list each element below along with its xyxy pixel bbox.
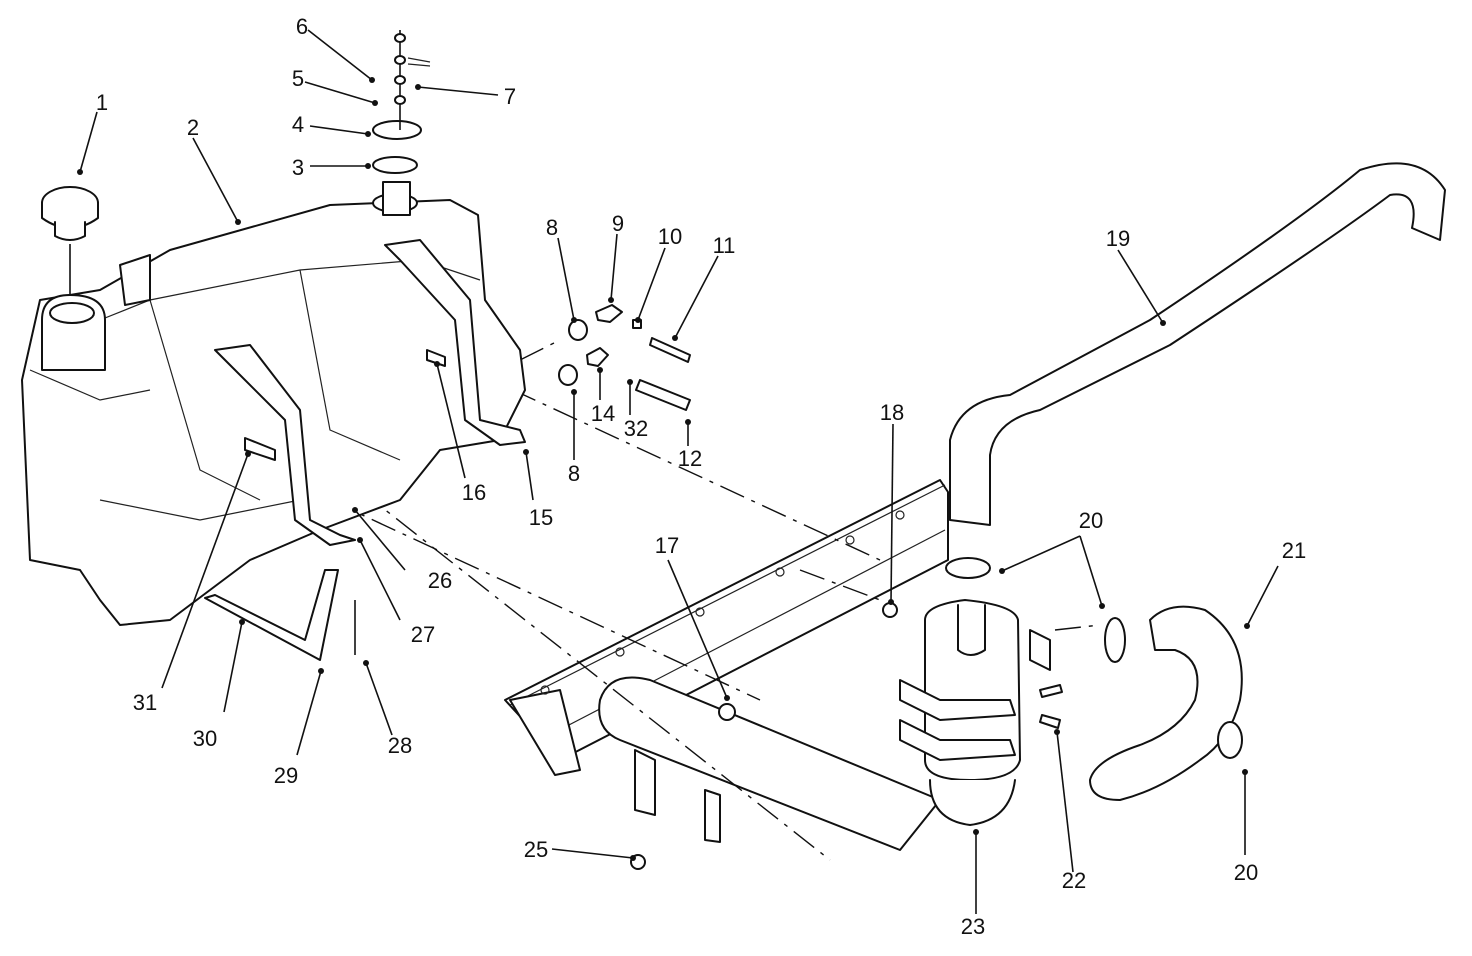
callout-1: 1 (96, 90, 108, 115)
callout-16: 16 (462, 480, 486, 505)
callout-12: 12 (678, 446, 702, 471)
callout-19: 19 (1106, 226, 1130, 251)
callout-3: 3 (292, 155, 304, 180)
callout-20a: 20 (1079, 508, 1103, 533)
leader-lines (79, 29, 1279, 914)
callout-32: 32 (624, 416, 648, 441)
callout-21: 21 (1282, 538, 1306, 563)
sender-unit (372, 30, 431, 216)
center-lines (329, 339, 1101, 861)
callout-8b: 8 (568, 461, 580, 486)
callout-11: 11 (713, 233, 736, 258)
fuel-cap (41, 186, 99, 295)
callout-17: 17 (655, 533, 679, 558)
callout-10: 10 (658, 224, 682, 249)
callout-labels: 1 2 3 4 5 6 7 8 8 9 10 11 12 14 15 16 17… (96, 14, 1306, 939)
callout-15: 15 (529, 505, 553, 530)
callout-28: 28 (388, 733, 412, 758)
callout-20b: 20 (1234, 860, 1258, 885)
callout-22: 22 (1062, 868, 1086, 893)
air-cleaner (899, 557, 1051, 826)
callout-18: 18 (880, 400, 904, 425)
hose-21 (1089, 605, 1243, 801)
callout-29: 29 (274, 763, 298, 788)
tank-straps (204, 239, 526, 661)
nuts (630, 602, 1063, 870)
callout-26: 26 (428, 568, 452, 593)
hose-19 (949, 162, 1446, 526)
callout-23: 23 (961, 914, 985, 939)
cross-tube (598, 676, 941, 851)
callout-8a: 8 (546, 215, 558, 240)
callout-9: 9 (612, 211, 624, 236)
callout-6: 6 (296, 14, 308, 39)
leader-dots (77, 77, 1250, 861)
callout-7: 7 (504, 84, 516, 109)
callout-25: 25 (524, 837, 548, 862)
callout-2: 2 (187, 115, 199, 140)
callout-5: 5 (292, 66, 304, 91)
callout-4: 4 (292, 112, 304, 137)
callout-14: 14 (591, 401, 615, 426)
callout-31: 31 (133, 690, 157, 715)
callout-30: 30 (193, 726, 217, 751)
fittings (558, 304, 691, 411)
callout-27: 27 (411, 622, 435, 647)
